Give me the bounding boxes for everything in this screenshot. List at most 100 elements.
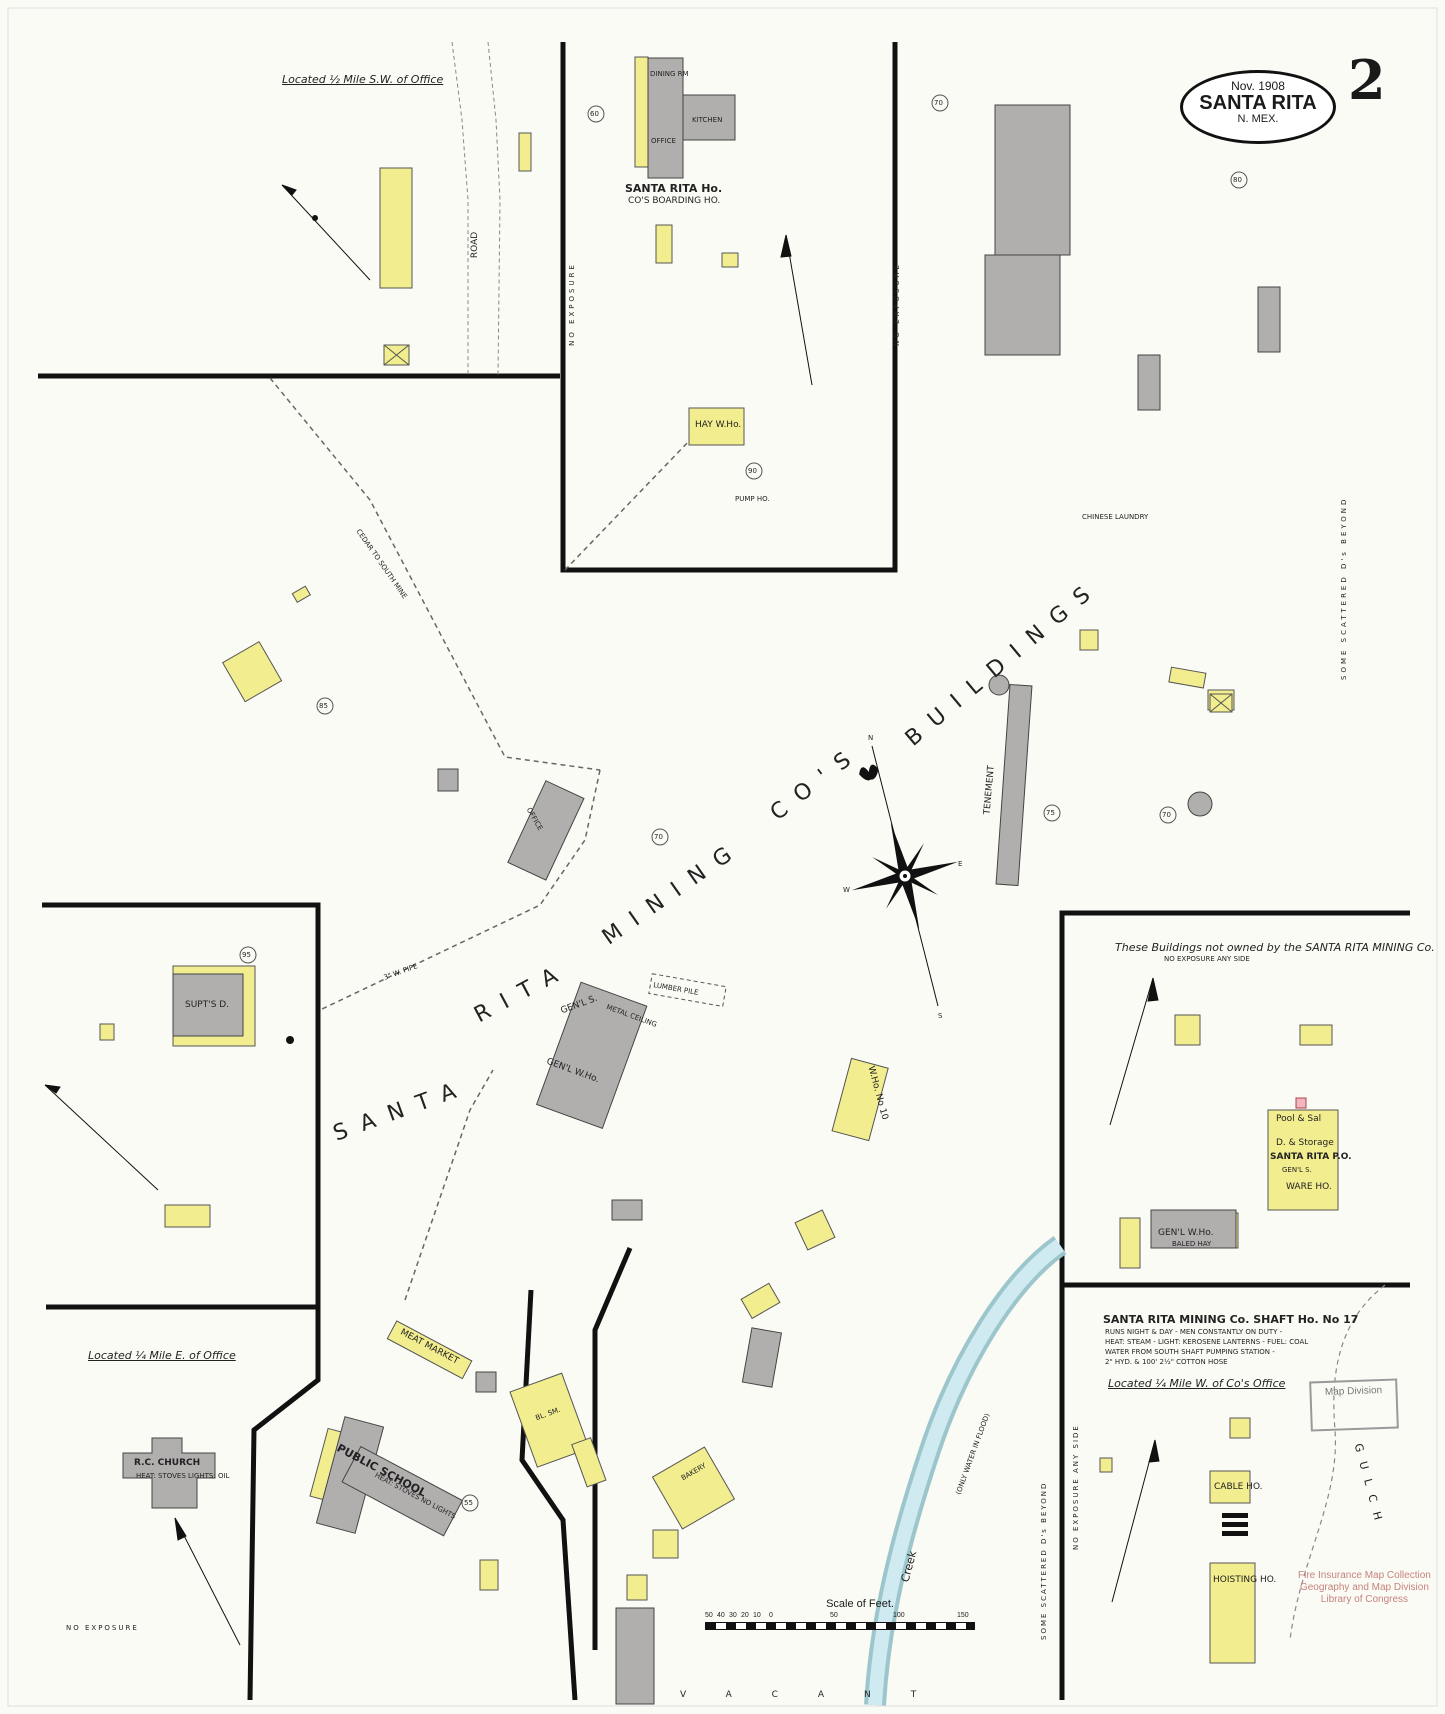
label-office-top: OFFICE (651, 137, 676, 145)
elev-5: 85 (319, 702, 328, 710)
stamp-text: Map Division (1324, 1385, 1383, 1399)
gulch-line (1289, 1284, 1386, 1641)
exposure-bottom-mid: SOME SCATTERED D's BEYOND (1040, 1481, 1048, 1640)
label-baled-hay: BALED HAY (1172, 1240, 1212, 1248)
elev-4: 90 (748, 467, 757, 475)
shaft-note-4: 2" HYD. & 100' 2½" COTTON HOSE (1105, 1358, 1228, 1366)
scale-tick-5: 0 (769, 1612, 773, 1619)
label-rc-church: R.C. CHURCH (134, 1458, 201, 1468)
bldg-bakery (651, 1446, 736, 1530)
elevation-markers (239, 94, 1248, 1512)
lumber-pile (648, 973, 727, 1008)
compass-n: N (868, 734, 874, 742)
inset-no-exposure: NO EXPOSURE ANY SIDE (1164, 955, 1250, 963)
label-road: ROAD (470, 231, 481, 259)
state-name: N. MEX. (1237, 113, 1279, 125)
x-boxes (383, 344, 1233, 713)
scale-graduation (705, 1622, 975, 1630)
bldg-tenement (995, 683, 1033, 887)
north-arrows (44, 184, 1160, 1646)
shaft-note-3: WATER FROM SOUTH SHAFT PUMPING STATION - (1105, 1348, 1275, 1356)
map-division-stamp: Map Division (1309, 1378, 1399, 1432)
bldg-sal-inset (379, 167, 413, 289)
credit-line-2: Geography and Map Division (1299, 1582, 1429, 1593)
boiler-stripes (1222, 1513, 1248, 1536)
elev-2: 70 (934, 99, 943, 107)
elev-6: 95 (242, 951, 251, 959)
label-vacant: VACANT (680, 1690, 957, 1700)
bldg-hoisting-ho (1209, 1562, 1256, 1664)
title-plate: Nov. 1908 SANTA RITA N. MEX. (1180, 70, 1336, 144)
compass-w: W (843, 886, 850, 894)
round-tank-top (988, 674, 1010, 696)
scale-tick-1: 40 (717, 1612, 725, 1619)
label-santa-rita-ho: SANTA RITA Ho. (625, 182, 723, 195)
town-name: SANTA RITA (1199, 92, 1317, 114)
stone-buildings (172, 57, 1281, 1705)
compass-e: E (958, 860, 963, 868)
label-church-notes: HEAT: STOVES LIGHTS: OIL (136, 1472, 230, 1480)
bldg-wh-no10 (831, 1057, 889, 1142)
bldg-supts (172, 973, 244, 1037)
exposure-right: NO EXPOSURE (892, 262, 901, 346)
label-hay-wh: HAY W.Ho. (695, 420, 742, 430)
bldg-bl-sm (509, 1372, 590, 1468)
credit-line-1: Fire Insurance Map Collection (1298, 1570, 1431, 1581)
credit-line-3: Library of Congress (1320, 1594, 1409, 1605)
exposure-any-side: NO EXPOSURE ANY SIDE (1072, 1424, 1080, 1550)
library-credit: Fire Insurance Map Collection Geography … (1298, 1570, 1431, 1606)
scale-tick-2: 30 (729, 1612, 737, 1619)
inset-sw-office: Located ½ Mile S.W. of Office (282, 73, 444, 86)
label-cable-ho: CABLE HO. (1214, 1482, 1263, 1492)
scale-tick-4: 10 (753, 1612, 761, 1619)
label-pool-sal: Pool & Sal (1276, 1114, 1322, 1124)
bldg-pool-sal-block (1267, 1109, 1339, 1211)
label-kitchen: KITCHEN (692, 116, 723, 124)
road-lines (451, 41, 501, 377)
label-hoisting: HOISTING HO. (1213, 1575, 1277, 1585)
exposure-left: NO EXPOSURE (567, 262, 576, 346)
label-pumping: PUMP HO. (735, 495, 770, 503)
bldg-hay-wh (688, 407, 745, 446)
sheet-number: 2 (1348, 48, 1386, 112)
elev-10: 55 (464, 1499, 473, 1507)
label-genl-wh-baled: GEN'L W.Ho. (1158, 1228, 1214, 1238)
bldg-bottom (615, 1607, 655, 1705)
bldg-public-school (341, 1445, 464, 1537)
scale-bar: Scale of Feet. 50 40 30 20 10 0 50 100 1… (705, 1598, 975, 1630)
inset-w-cos-office: Located ¼ Mile W. of Co's Office (1108, 1377, 1286, 1390)
shaft-note-2: HEAT: STEAM - LIGHT: KEROSENE LANTERNS -… (1105, 1338, 1309, 1346)
label-boarding: CO'S BOARDING HO. (628, 196, 721, 206)
elev-8: 75 (1046, 809, 1055, 817)
label-santa-rita-po: SANTA RITA P.O. (1270, 1152, 1352, 1162)
bldg-office (507, 780, 585, 881)
compass-rose (851, 745, 959, 1007)
elev-3: 80 (1233, 176, 1242, 184)
bldg-east-block (994, 104, 1071, 256)
inset-e-office: Located ¼ Mile E. of Office (88, 1349, 236, 1362)
elev-7: 70 (654, 833, 663, 841)
scale-tick-7: 100 (893, 1612, 905, 1619)
sheet-date: Nov. 1908 (1231, 79, 1285, 93)
scale-tick-3: 20 (741, 1612, 749, 1619)
scale-tick-0: 50 (705, 1612, 713, 1619)
round-tank-right (1187, 791, 1213, 817)
label-supts: SUPT'S D. (185, 1000, 230, 1010)
label-chinese-laundry: CHINESE LAUNDRY (1082, 513, 1149, 521)
scale-tick-6: 50 (830, 1612, 838, 1619)
label-d-storage: D. & Storage (1276, 1138, 1334, 1148)
bldg-meat-market (386, 1320, 473, 1380)
shaft-note-1: RUNS NIGHT & DAY - MEN CONSTANTLY ON DUT… (1105, 1328, 1283, 1336)
scale-tick-8: 150 (957, 1612, 969, 1619)
elev-1: 60 (590, 110, 599, 118)
inset-not-owned: These Buildings not owned by the SANTA R… (1115, 941, 1435, 954)
compass-s: S (938, 1012, 943, 1020)
scale-title: Scale of Feet. (826, 1598, 894, 1610)
exposure-far-right: SOME SCATTERED D's BEYOND (1340, 496, 1348, 680)
bldg-genl-wh-grey (1150, 1209, 1237, 1249)
exposure-bottom-left: NO EXPOSURE (66, 1624, 139, 1632)
elev-9: 70 (1162, 811, 1171, 819)
bldg-rc-church (122, 1437, 216, 1509)
bldg-genl-store (535, 981, 648, 1129)
